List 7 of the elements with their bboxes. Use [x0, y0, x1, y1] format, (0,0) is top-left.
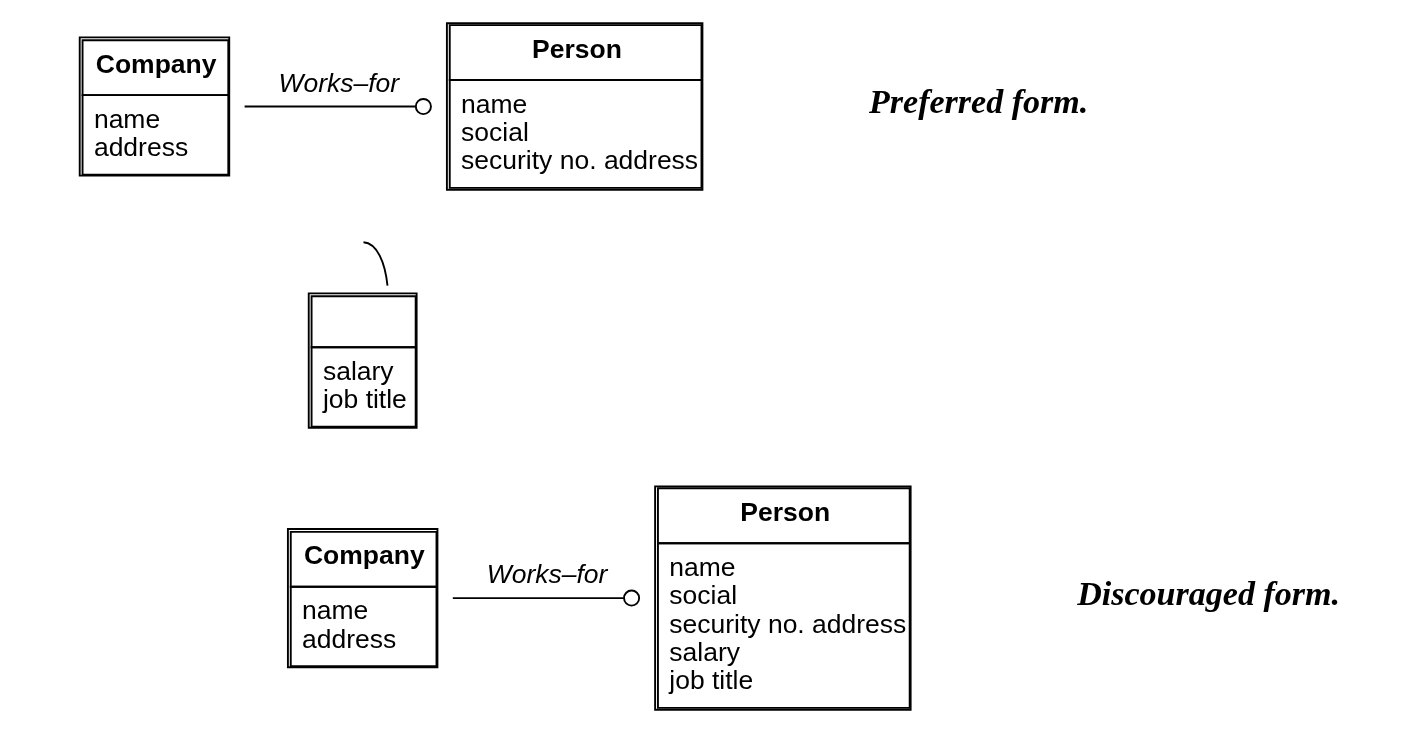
edge-label: Works–for — [278, 67, 400, 98]
label: Discouraged form. — [1077, 574, 1341, 612]
connector — [243, 98, 432, 116]
edge-label: Works–for — [486, 559, 608, 590]
connector — [362, 241, 389, 287]
label: Preferred form. — [868, 82, 1089, 120]
connector — [451, 589, 641, 607]
